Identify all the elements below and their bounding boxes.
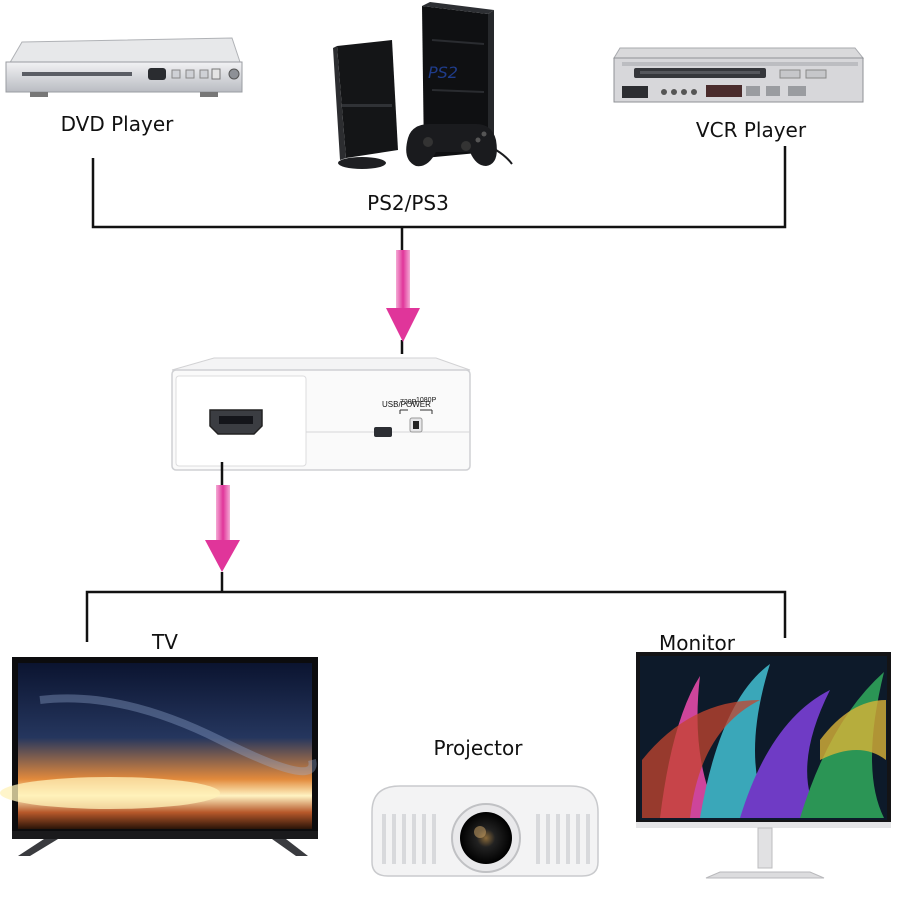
port-label-power: USB/POWER (382, 400, 431, 409)
output-connector-lines (85, 462, 787, 642)
source-label-vcr: VCR Player (695, 118, 807, 142)
svg-text:PS2: PS2 (428, 63, 458, 82)
source-label-ps: PS2/PS3 (367, 191, 449, 215)
source-label-dvd: DVD Player (60, 112, 174, 136)
input-connector-lines (91, 146, 787, 354)
hdmi-converter-icon (171, 357, 471, 471)
port-label-1080p: 1080P (416, 397, 437, 404)
input-arrow (386, 250, 420, 342)
monitor-icon (636, 652, 891, 879)
game-console-icon: PS2 (333, 2, 513, 169)
tv-icon (0, 657, 318, 856)
port-label-720p: 720P (400, 399, 417, 406)
output-arrow (205, 485, 240, 572)
output-label-monitor: Monitor (658, 631, 736, 655)
output-label-projector: Projector (433, 736, 523, 760)
projector-icon (371, 785, 599, 877)
dvd-player-icon (5, 37, 243, 97)
vcr-player-icon (613, 47, 865, 103)
output-label-tv: TV (152, 630, 178, 654)
